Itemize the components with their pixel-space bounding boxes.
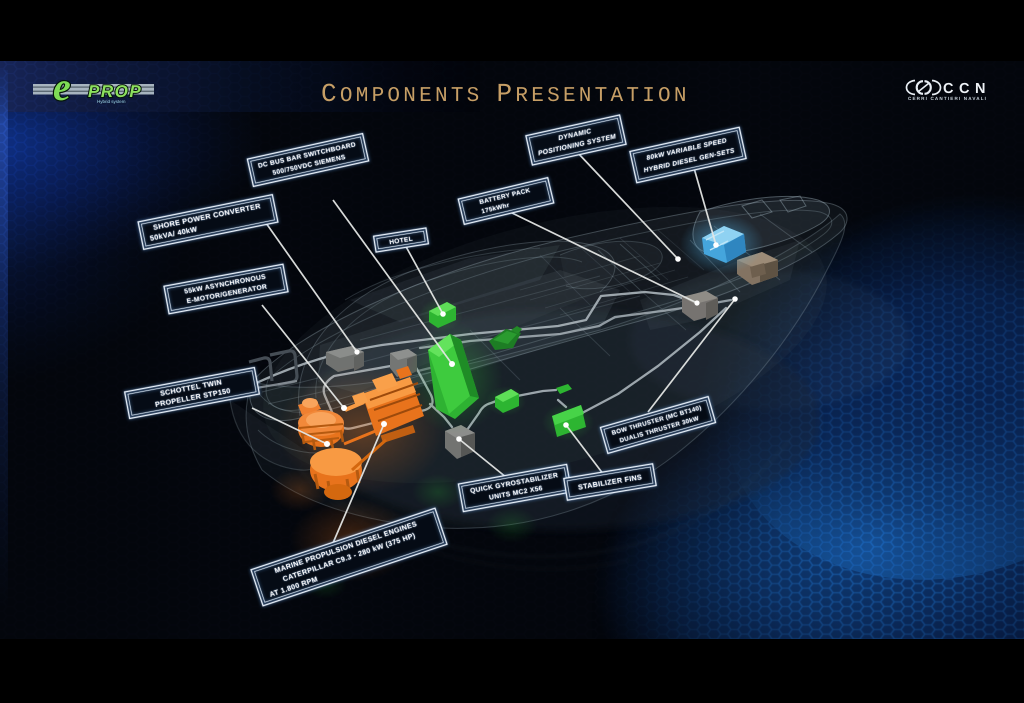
svg-text:HOTEL: HOTEL bbox=[389, 236, 414, 247]
svg-text:PROP: PROP bbox=[88, 82, 142, 101]
svg-text:CCN: CCN bbox=[943, 81, 991, 97]
svg-text:Hybrid system: Hybrid system bbox=[97, 99, 126, 104]
svg-text:CERRI CANTIERI NAVALI: CERRI CANTIERI NAVALI bbox=[908, 96, 987, 101]
svg-text:e: e bbox=[53, 64, 71, 109]
